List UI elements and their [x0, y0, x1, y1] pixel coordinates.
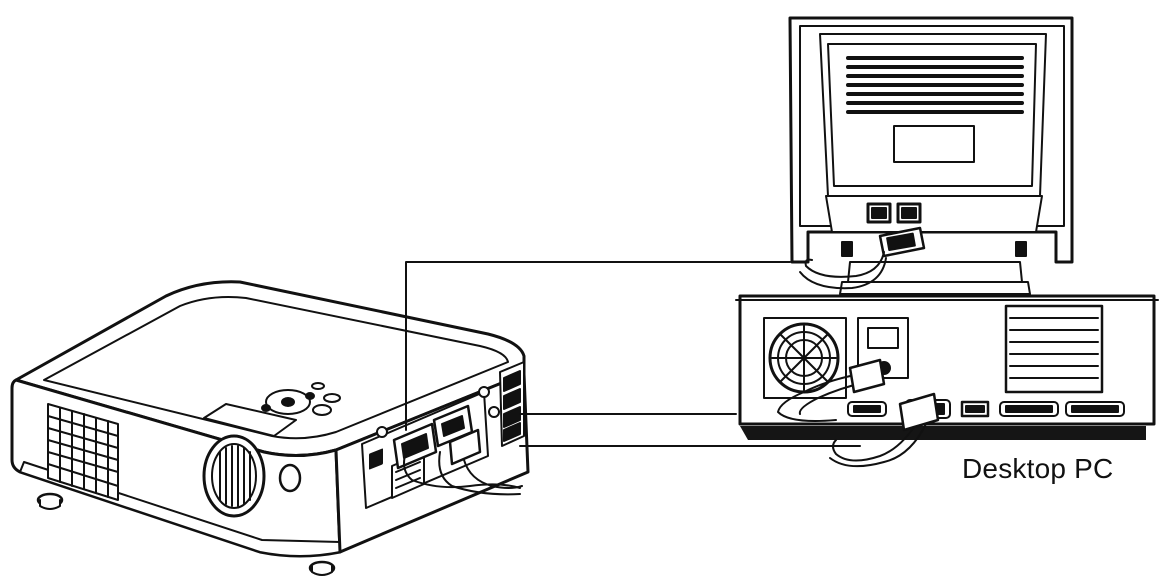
projector-sensor [278, 463, 302, 493]
projector-lens-icon [202, 434, 266, 518]
pc-expansion-slots [1004, 304, 1104, 394]
projector-front-vent [47, 403, 119, 501]
projector [10, 280, 530, 576]
monitor [788, 16, 1074, 295]
pc-fan-icon [763, 317, 847, 399]
cable-monitor-link [405, 261, 791, 431]
monitor-label-plate [893, 125, 975, 163]
cable-loops [403, 251, 940, 496]
projector-control-keypad [261, 382, 341, 416]
desktop-pc [735, 294, 1159, 440]
cable-pc-link [519, 413, 861, 447]
projector-side-vent [499, 361, 525, 447]
desktop-pc-label: Desktop PC [962, 453, 1114, 484]
monitor-vent [846, 56, 1024, 114]
projector-display-window [203, 403, 297, 437]
